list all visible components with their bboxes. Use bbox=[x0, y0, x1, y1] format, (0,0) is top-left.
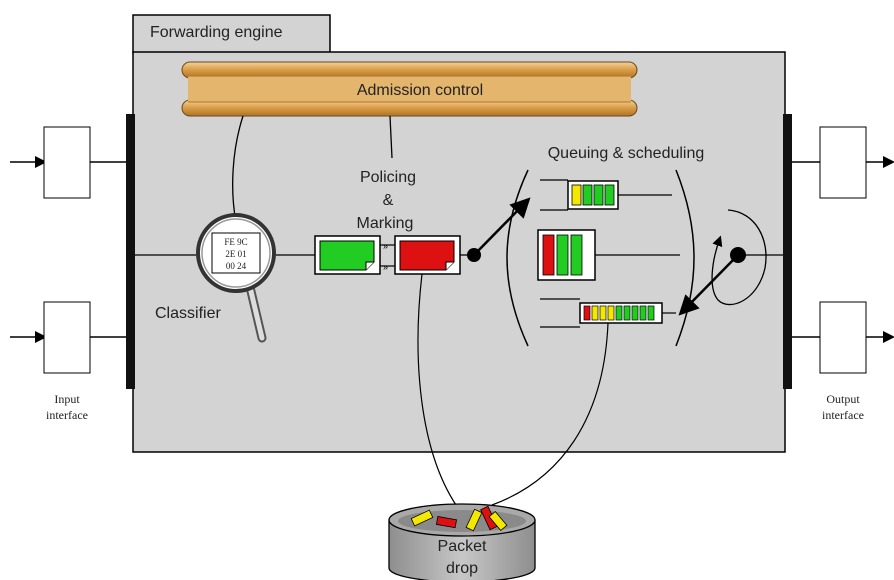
policing-label: Policing bbox=[360, 169, 416, 186]
admission-control-label: Admission control bbox=[357, 82, 483, 99]
output-port-bottom bbox=[792, 301, 894, 374]
output-port-top bbox=[792, 126, 894, 199]
packet-drop-label-line1: Packet bbox=[438, 538, 487, 555]
input-interface-label-line2: interface bbox=[46, 408, 88, 422]
scheduler-rotation-arrow bbox=[711, 209, 767, 306]
policer-red-bucket bbox=[394, 235, 461, 275]
forwarding-engine-tab: Forwarding engine bbox=[132, 14, 331, 54]
forwarding-engine-label: Forwarding engine bbox=[150, 24, 283, 41]
policer-green-bucket bbox=[314, 235, 381, 275]
input-port-bottom bbox=[10, 301, 126, 374]
svg-text:»: » bbox=[383, 241, 388, 251]
marking-label: Marking bbox=[357, 215, 414, 232]
classifier-magnifier-icon: FE 9C 2E 01 00 24 bbox=[196, 213, 276, 343]
admission-to-classifier-line bbox=[232, 115, 244, 223]
queue-3 bbox=[579, 302, 663, 324]
policer-drop-path bbox=[417, 273, 457, 506]
classifier-header-line3: 00 24 bbox=[226, 261, 247, 271]
queue-drop-path bbox=[491, 322, 609, 506]
classifier-header-line1: FE 9C bbox=[224, 237, 247, 247]
classifier-header-line2: 2E 01 bbox=[225, 249, 246, 259]
queue-1 bbox=[567, 180, 619, 210]
policer-link: » » bbox=[380, 241, 395, 272]
output-interface-label-line2: interface bbox=[822, 408, 864, 422]
output-interface-bar bbox=[783, 114, 792, 389]
input-interface-bar bbox=[126, 114, 135, 389]
policing-ampersand: & bbox=[383, 192, 394, 209]
output-interface-label-line1: Output bbox=[826, 392, 860, 406]
queuing-scheduling-label: Queuing & scheduling bbox=[548, 145, 705, 162]
packet-drop-bin: Packet drop bbox=[388, 503, 536, 580]
classifier-label: Classifier bbox=[155, 305, 221, 322]
admission-to-policer-line bbox=[389, 115, 393, 159]
packet-drop-label-line2: drop bbox=[446, 560, 478, 577]
input-port-top bbox=[10, 126, 126, 199]
scheduler-arm-arrow bbox=[678, 254, 739, 316]
queue-right-bracket bbox=[675, 169, 695, 347]
input-interface-label-line1: Input bbox=[54, 392, 80, 406]
input-switch-arrow bbox=[473, 197, 531, 256]
queue-2 bbox=[537, 229, 596, 281]
admission-control-pipe: Admission control bbox=[181, 61, 638, 117]
svg-text:»: » bbox=[383, 262, 388, 272]
queue-left-bracket bbox=[506, 169, 529, 347]
